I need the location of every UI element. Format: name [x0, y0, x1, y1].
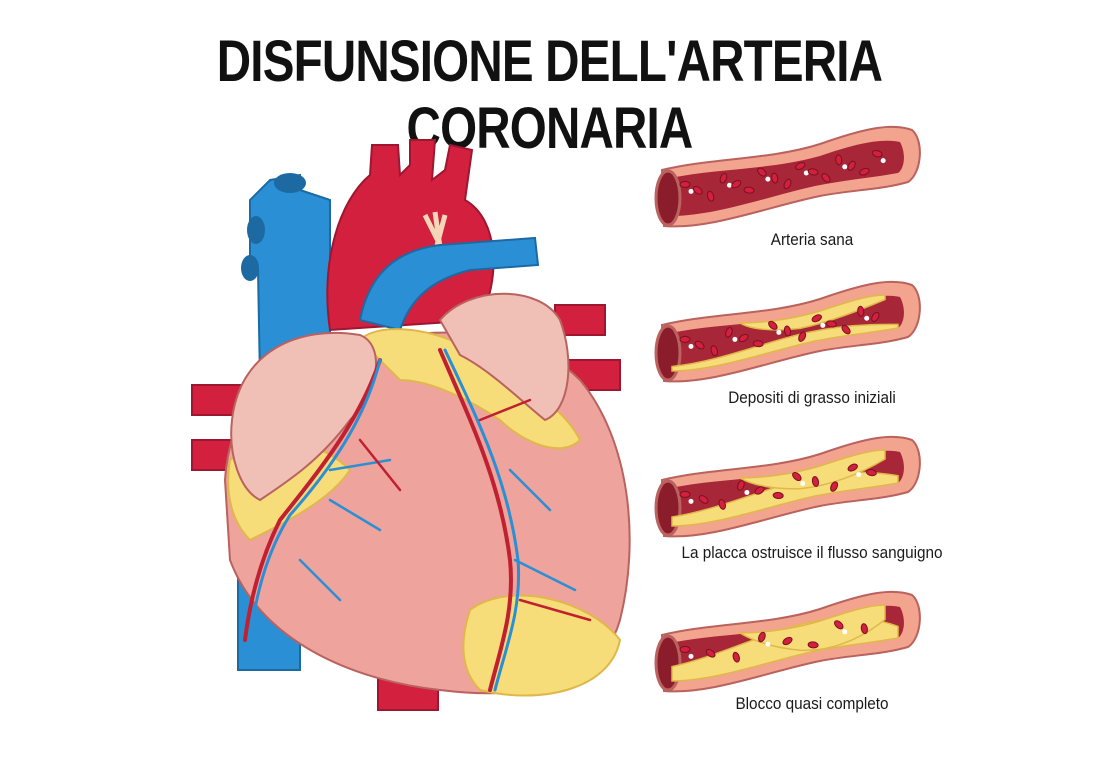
red-blood-cell [865, 469, 877, 477]
red-blood-cell [710, 345, 718, 357]
white-blood-cell [842, 629, 848, 635]
plaque-upper [737, 604, 886, 652]
stage-label-initial-fat: Depositi di grasso iniziali [728, 388, 896, 407]
white-blood-cell [732, 336, 738, 342]
vessel-opening [654, 169, 682, 227]
coronary-vessels [243, 348, 592, 692]
red-blood-cell [731, 180, 742, 189]
artery-stage-3 [654, 590, 921, 693]
white-blood-cell [688, 498, 694, 504]
white-blood-cell [880, 158, 886, 164]
red-blood-cell [771, 172, 779, 184]
red-blood-cell [830, 481, 839, 492]
red-blood-cell [743, 186, 755, 194]
red-blood-cell [757, 167, 767, 177]
white-blood-cell [765, 176, 771, 182]
red-blood-cell [807, 641, 819, 649]
artery-stage-1 [654, 280, 921, 383]
red-blood-cell [859, 167, 870, 176]
red-blood-cell [847, 160, 856, 171]
plaque-lower [671, 471, 899, 527]
white-blood-cell [800, 481, 806, 487]
red-blood-cell [737, 480, 745, 491]
red-blood-cell [692, 186, 703, 195]
red-blood-cell [798, 331, 807, 342]
red-blood-cell [860, 623, 868, 635]
red-blood-cell [758, 631, 766, 643]
red-blood-cell [679, 490, 691, 498]
red-blood-cell [694, 340, 705, 350]
vessel-opening [654, 634, 682, 692]
red-blood-cell [732, 651, 740, 663]
white-blood-cell [820, 322, 826, 328]
white-blood-cell [765, 641, 771, 647]
red-blood-cell [807, 168, 819, 176]
red-blood-cell [782, 636, 793, 646]
red-blood-cell [738, 333, 749, 343]
stage-label-near-blockage: Blocco quasi completo [735, 694, 889, 713]
red-blood-cell [783, 325, 792, 337]
artery-stage-0 [654, 125, 921, 228]
red-blood-cell [811, 314, 822, 323]
red-blood-cell [768, 320, 778, 330]
red-blood-cell [752, 340, 764, 348]
white-blood-cell [744, 489, 750, 495]
white-blood-cell [688, 653, 694, 659]
white-blood-cell [688, 188, 694, 194]
red-blood-cell [719, 172, 728, 184]
red-blood-cell [772, 491, 784, 500]
red-blood-cell [783, 178, 792, 190]
page-title: DISFUNSIONE DELL'ARTERIA CORONARIA [216, 29, 883, 161]
white-blood-cell [688, 343, 694, 349]
red-blood-cell [679, 645, 691, 653]
white-blood-cell [726, 182, 732, 188]
white-blood-cell [776, 329, 782, 335]
red-blood-cell [811, 476, 820, 487]
red-blood-cell [679, 180, 691, 188]
red-blood-cell [834, 620, 844, 630]
red-blood-cell [841, 324, 851, 335]
red-blood-cell [698, 495, 709, 504]
red-blood-cell [706, 190, 715, 202]
white-blood-cell [864, 315, 870, 321]
red-blood-cell [792, 471, 802, 482]
red-blood-cell [857, 305, 865, 317]
stage-label-plaque: La placca ostruisce il flusso sanguigno [681, 543, 943, 562]
red-blood-cell [825, 320, 837, 328]
pulmonary-artery [358, 236, 540, 332]
white-blood-cell [842, 164, 848, 170]
red-blood-cell [679, 335, 691, 343]
artery-stage-2 [654, 435, 921, 538]
vessel-opening [654, 479, 682, 537]
vessel-opening [654, 324, 682, 382]
vessel-lumen [670, 140, 904, 216]
red-blood-cell [835, 154, 843, 166]
red-blood-cell [754, 486, 765, 495]
red-blood-cell [871, 311, 880, 322]
red-blood-cell [821, 173, 831, 183]
plaque-upper [737, 449, 886, 490]
red-blood-cell [718, 499, 726, 510]
white-blood-cell [803, 170, 809, 176]
left-atrium [438, 292, 570, 422]
red-blood-cell [871, 149, 883, 158]
stage-label-healthy: Arteria sana [770, 230, 854, 249]
white-blood-cell [856, 472, 862, 478]
red-blood-cell [725, 327, 733, 338]
red-blood-cell [847, 463, 858, 472]
red-blood-cell [705, 648, 716, 658]
red-blood-cell [795, 161, 806, 170]
